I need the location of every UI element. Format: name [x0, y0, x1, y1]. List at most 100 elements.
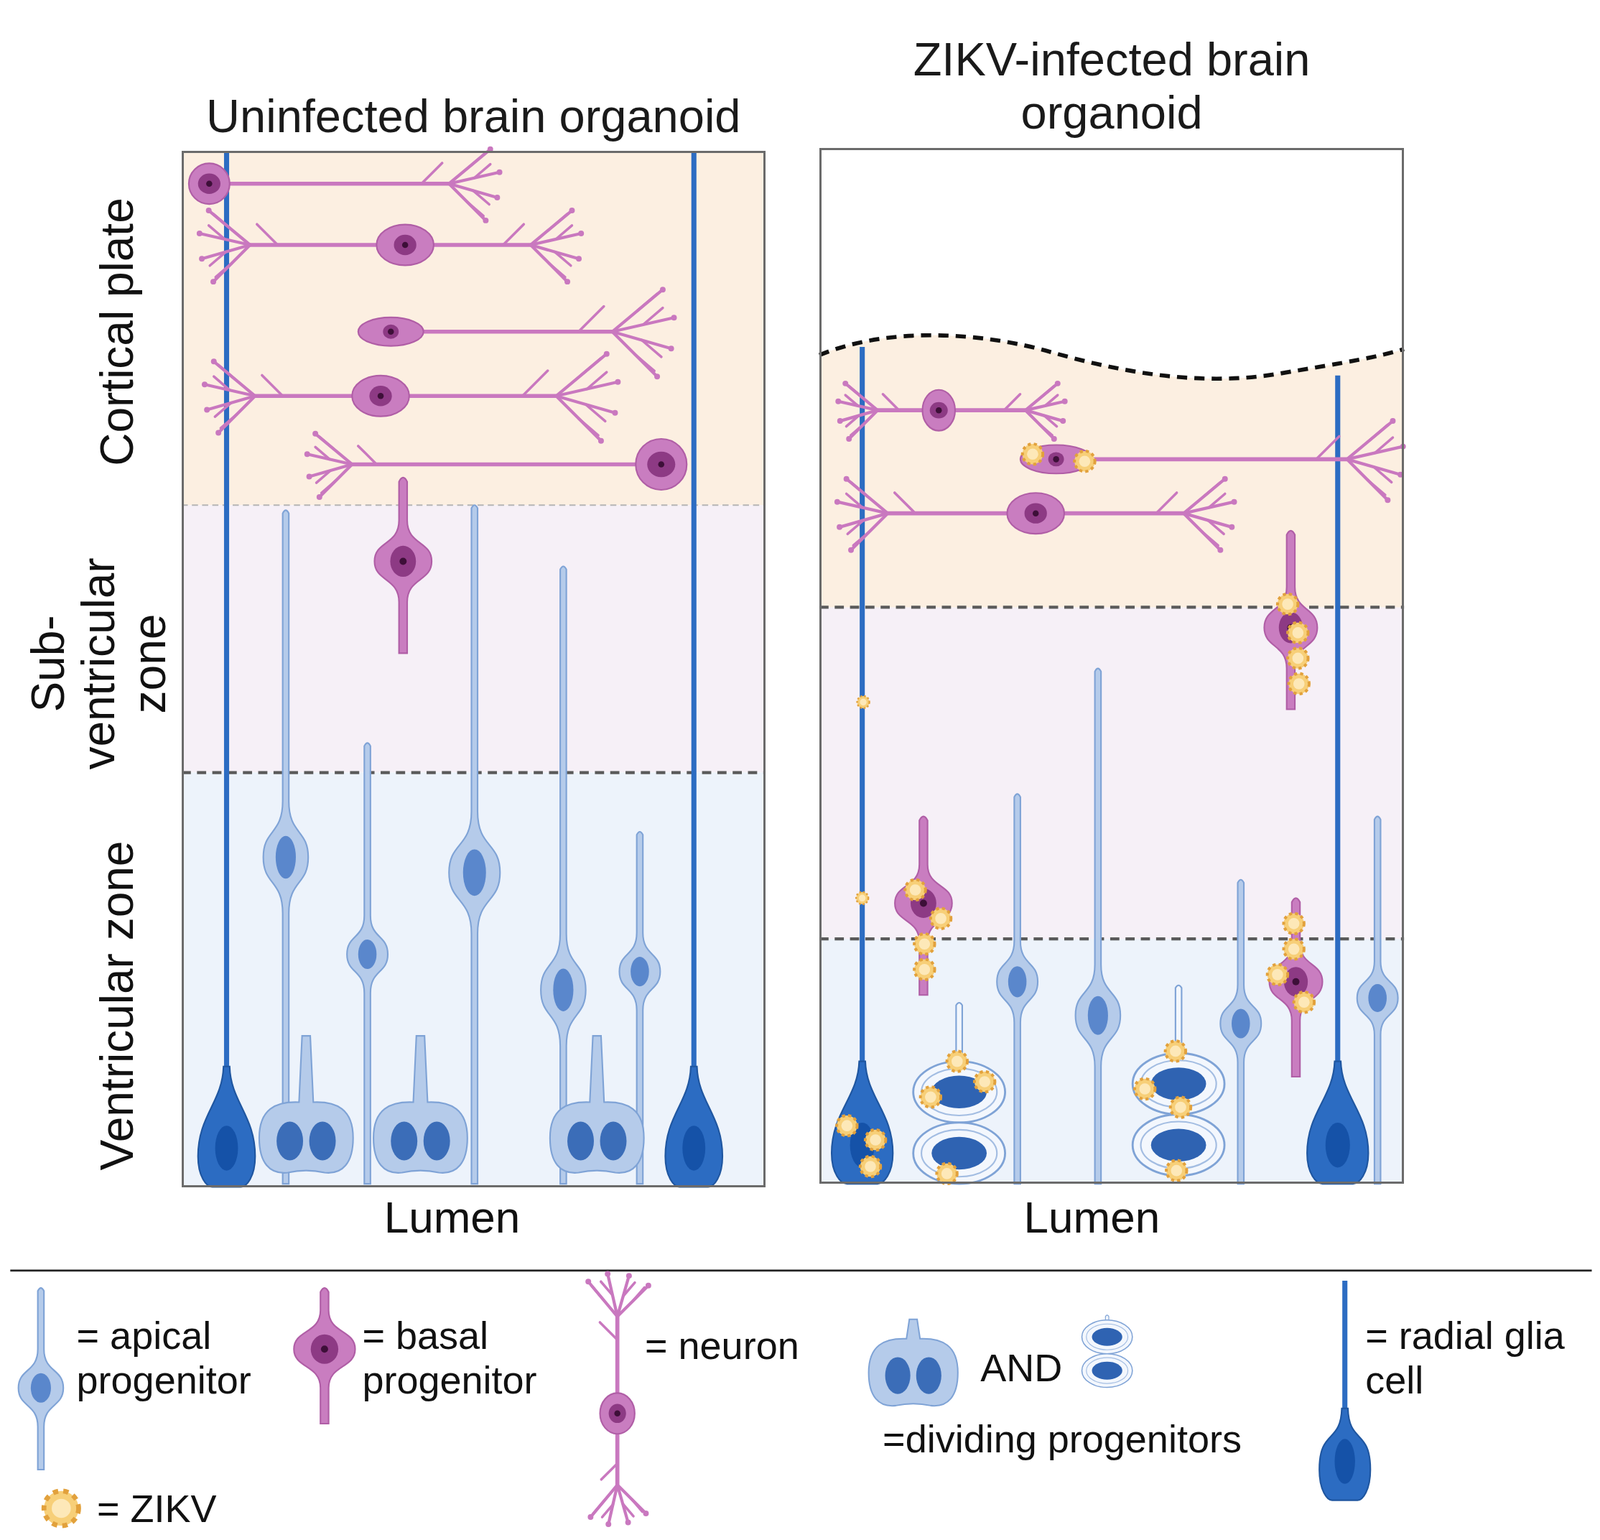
zika-virus	[974, 1071, 995, 1092]
virus-spikes	[936, 1163, 957, 1184]
neurite	[1367, 479, 1386, 495]
neurite	[612, 331, 658, 378]
virus-spikes	[1022, 443, 1043, 464]
zone-label: Sub- ventricular zone	[22, 548, 175, 779]
neurite	[1316, 435, 1340, 459]
radial-glia-nucleus	[1325, 1122, 1351, 1168]
basal-progenitor	[1269, 897, 1323, 1077]
cell-nucleus	[1008, 965, 1027, 997]
panel-heading: Uninfected brain organoid	[200, 89, 747, 144]
dividing-nucleus	[931, 1136, 987, 1170]
dividing-progenitor	[868, 1319, 958, 1406]
radial-glia-body	[831, 1061, 893, 1184]
basal-progenitor	[293, 1287, 355, 1424]
neuron-nucleus	[198, 173, 221, 194]
cell-outline	[894, 816, 953, 996]
neurite	[467, 201, 484, 216]
neurite	[321, 480, 337, 493]
neurite	[1347, 458, 1389, 500]
radial-glia-nucleus	[682, 1125, 706, 1171]
virus-core	[859, 698, 867, 706]
virus-core	[1298, 996, 1310, 1008]
neuron	[1020, 417, 1407, 503]
legend-text: = neuron	[644, 1322, 800, 1368]
neuron	[585, 1270, 652, 1527]
neurite	[1056, 457, 1348, 462]
legend-item: = radial glia cell	[1365, 1312, 1574, 1402]
organoid-panel: ZIKV-infected brain organoid	[819, 147, 1404, 1184]
virus-core	[935, 912, 947, 925]
virus-spikes	[1277, 593, 1298, 615]
neurite	[850, 482, 867, 497]
neurite-tip	[568, 207, 575, 214]
zika-virus	[1283, 913, 1304, 934]
cell-outline	[540, 566, 586, 1185]
dividing-lobe	[1132, 1114, 1225, 1176]
cell-nucleus	[552, 968, 574, 1011]
neurite	[581, 358, 602, 375]
virus-spikes	[857, 695, 870, 709]
neurite-tip	[614, 379, 621, 385]
neurite	[1044, 415, 1057, 427]
neurite-tip	[196, 230, 203, 237]
neurite-tip	[612, 410, 619, 416]
neuron-nucleus	[394, 234, 417, 255]
neurite-tip	[1054, 380, 1061, 387]
neurite	[1375, 437, 1394, 453]
neuron-soma	[376, 224, 434, 266]
zone-band	[181, 150, 766, 505]
neurite	[215, 263, 232, 278]
virus-core	[858, 894, 866, 902]
neuron-soma	[922, 389, 955, 431]
dividing-lobe	[1081, 1319, 1132, 1354]
neurite	[214, 402, 231, 417]
dividing-progenitor	[259, 1035, 354, 1173]
neuron	[188, 146, 503, 224]
organoid-panel: Uninfected brain organoid	[181, 150, 766, 1187]
neurite-tip	[668, 345, 675, 352]
neurite	[846, 493, 863, 508]
virus-spikes	[1287, 647, 1308, 668]
dividing-nucleus	[390, 1121, 418, 1160]
virus-spikes	[920, 1086, 941, 1107]
virus-core	[1293, 677, 1305, 690]
neurite-tip	[598, 438, 604, 444]
virus-spikes	[1170, 1096, 1191, 1117]
neurite	[586, 371, 607, 389]
virus-spikes	[1294, 991, 1315, 1012]
virus-spikes	[914, 959, 935, 980]
nucleolus	[1052, 456, 1060, 463]
neurite	[617, 1285, 649, 1317]
neurite	[1202, 531, 1218, 546]
zika-virus	[1166, 1159, 1187, 1180]
neurite-tip	[494, 194, 500, 201]
radial-glia-cell	[831, 1061, 893, 1184]
neurite-tip	[843, 476, 850, 482]
dividing-nucleus	[567, 1121, 594, 1160]
neurite-tip	[1062, 398, 1068, 405]
neuron-nucleus	[1024, 502, 1048, 523]
neurite	[319, 436, 334, 449]
cell-outline	[18, 1287, 64, 1470]
radial-glia-fiber	[1335, 375, 1341, 1092]
neurite	[469, 152, 486, 167]
neurite	[208, 225, 225, 240]
neurite	[551, 214, 568, 228]
virus-core	[909, 884, 922, 896]
zika-virus	[914, 959, 935, 980]
neurite	[262, 375, 283, 397]
cell-nucleus	[1368, 983, 1387, 1012]
dividing-lobe	[1081, 1353, 1132, 1388]
lumen-label: Lumen	[384, 1190, 521, 1244]
neurite-tip	[642, 1510, 649, 1516]
label-slot: AND	[980, 1344, 1063, 1392]
neurite	[448, 183, 486, 221]
panel-heading: ZIKV-infected brain organoid	[838, 33, 1385, 141]
neurite-tip	[1217, 547, 1223, 553]
neurite	[316, 470, 332, 483]
zika-virus	[947, 1050, 968, 1071]
cell-nucleus	[1231, 1008, 1251, 1039]
label-slot: Cortical plate	[89, 197, 146, 467]
dividing-lobe-inner	[921, 1129, 997, 1177]
